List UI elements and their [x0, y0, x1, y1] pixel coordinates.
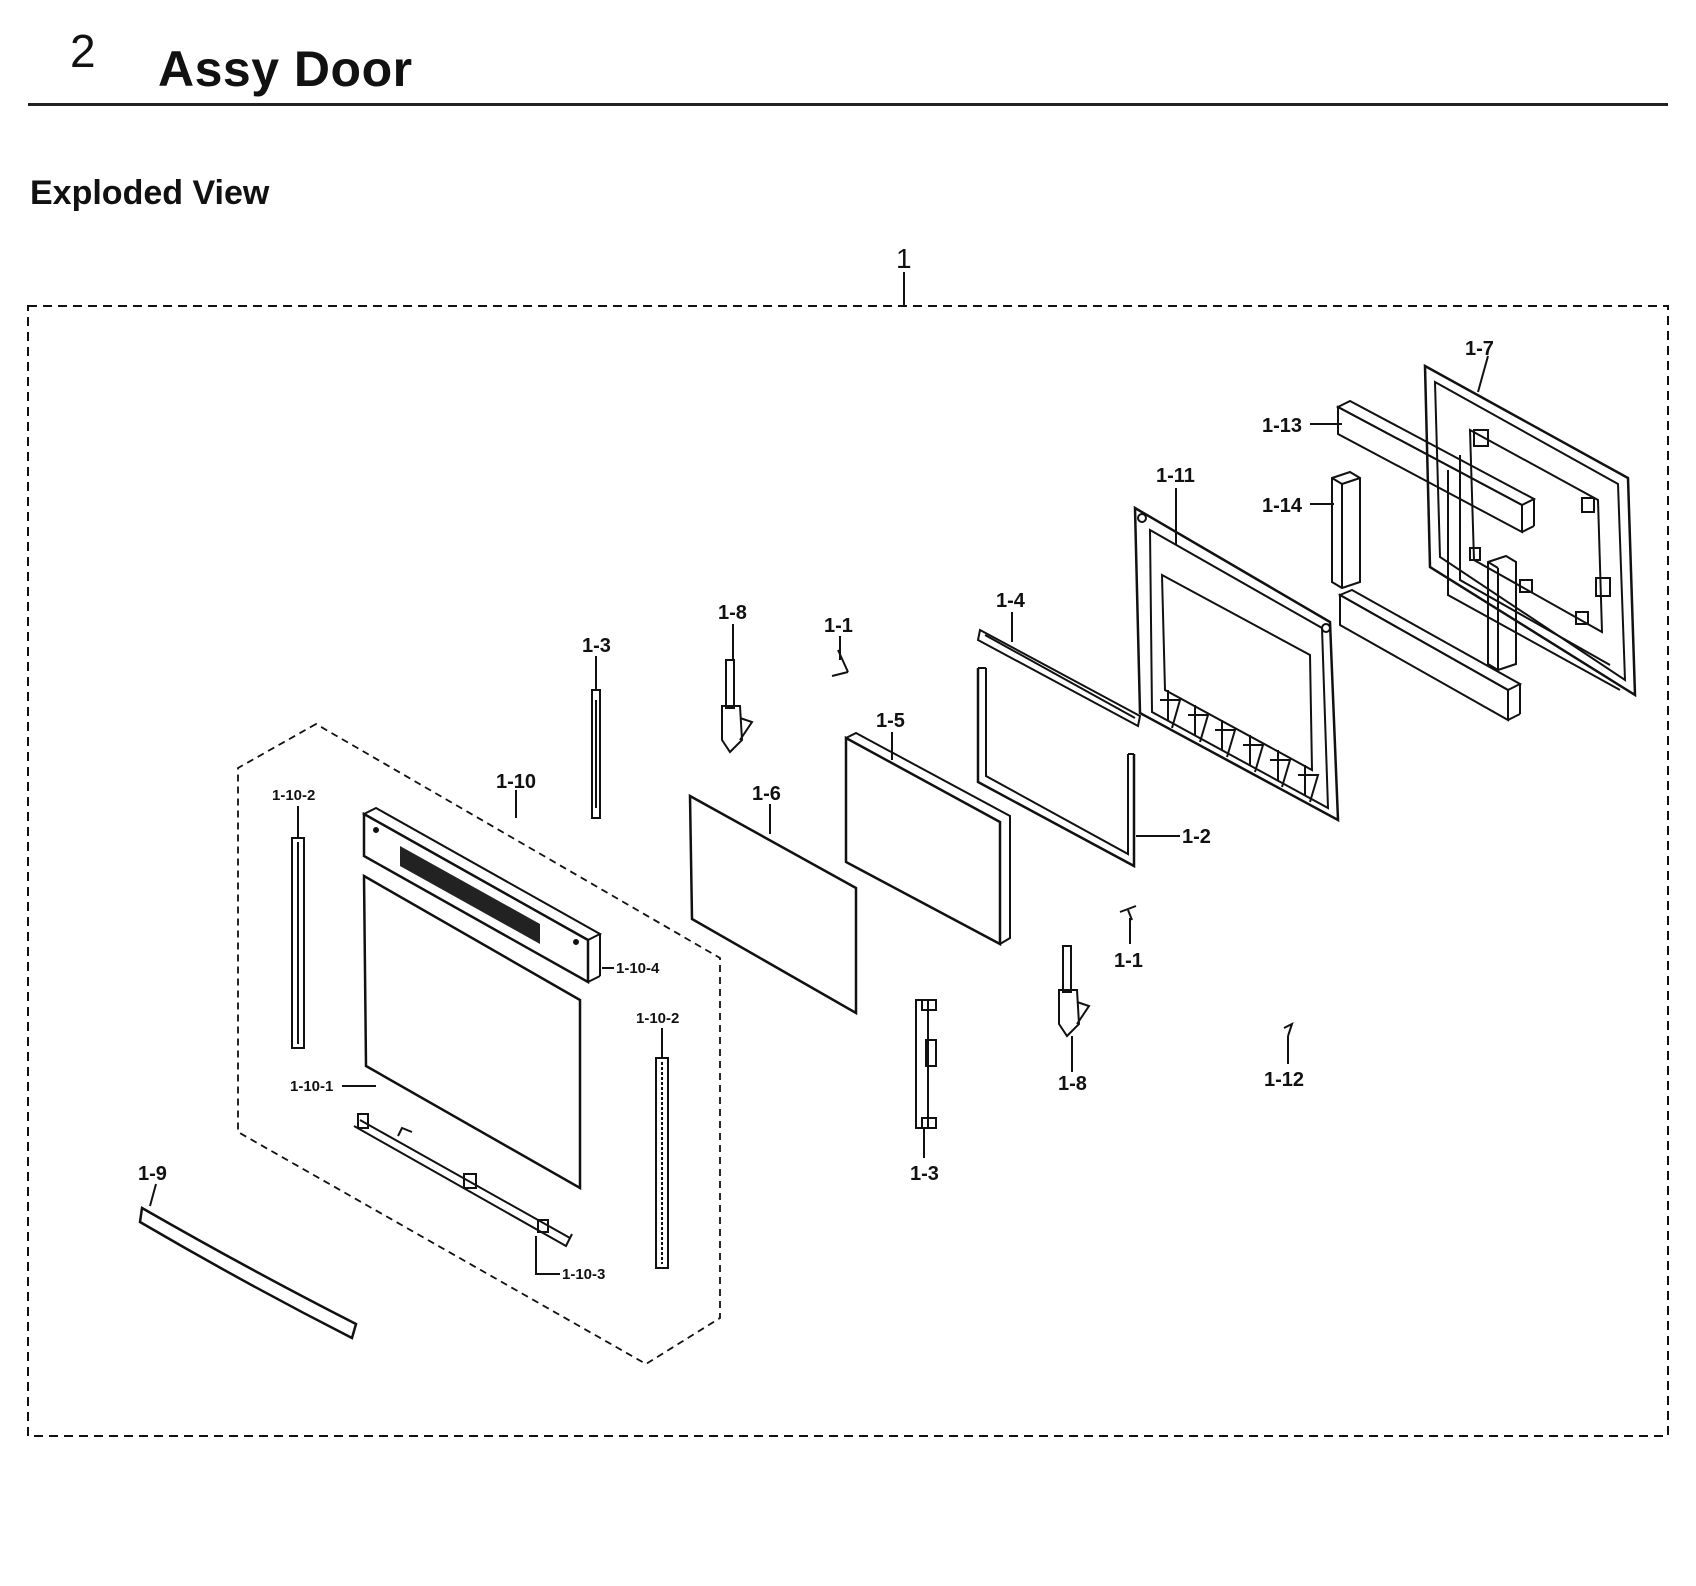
part-1-9-door-handle — [138, 1205, 358, 1340]
part-1-14-insulation-block — [1331, 470, 1361, 590]
label-1-10-4: 1-10-4 — [616, 960, 660, 977]
part-1-8-hinge-lower — [1058, 945, 1091, 1038]
leader-1-7 — [1477, 355, 1489, 393]
part-1-1-screw-lower — [1119, 905, 1137, 921]
label-1-1-upper: 1-1 — [824, 615, 853, 637]
label-assy-1: 1 — [896, 243, 912, 274]
leader-1-9 — [149, 1183, 157, 1207]
label-1-5: 1-5 — [876, 710, 905, 732]
label-1-14: 1-14 — [1262, 495, 1303, 517]
assembly-boundary — [27, 305, 1669, 1437]
leader-1-10-3 — [535, 1236, 560, 1275]
part-1-12-clip — [1283, 1022, 1294, 1037]
part-1-10-4-control-trim — [361, 806, 603, 985]
label-1-10-2-left: 1-10-2 — [272, 787, 315, 804]
label-1-10-1: 1-10-1 — [290, 1078, 333, 1095]
label-1-1-lower: 1-1 — [1114, 950, 1143, 972]
part-1-2-glass-frame — [976, 667, 1136, 869]
part-1-5-glass — [844, 731, 1011, 947]
label-1-13: 1-13 — [1262, 415, 1302, 437]
label-1-11: 1-11 — [1156, 465, 1195, 487]
part-1-11-inner-panel — [1133, 505, 1340, 823]
section-title: Assy Door — [158, 41, 413, 97]
label-1-4: 1-4 — [996, 590, 1026, 612]
label-1-7: 1-7 — [1465, 338, 1494, 360]
part-1-3-bracket-upper — [591, 689, 601, 819]
part-1-8-hinge-upper — [721, 659, 754, 754]
label-1-3-upper: 1-3 — [582, 635, 611, 657]
part-1-6-glass — [688, 793, 858, 1016]
label-1-10-3: 1-10-3 — [562, 1266, 605, 1283]
section-number: 2 — [70, 25, 96, 77]
label-1-9: 1-9 — [138, 1163, 167, 1185]
subtitle: Exploded View — [30, 174, 270, 212]
label-1-3-lower: 1-3 — [910, 1163, 939, 1185]
title-rule — [28, 103, 1668, 106]
label-1-12: 1-12 — [1264, 1069, 1304, 1091]
part-1-10-1-outer-glass — [362, 873, 582, 1191]
part-1-10-2-side-trim-left — [291, 837, 305, 1049]
part-1-4-glass-holder — [976, 628, 1142, 728]
part-1-10-3-bottom-bracket — [353, 1113, 573, 1248]
label-1-8-lower: 1-8 — [1058, 1073, 1087, 1095]
subassembly-1-10-boundary — [237, 722, 721, 1366]
label-1-10: 1-10 — [496, 771, 536, 793]
label-1-10-2-right: 1-10-2 — [636, 1010, 679, 1027]
part-1-3-bracket-lower — [915, 999, 937, 1129]
part-1-13-lower-bar — [1337, 588, 1523, 722]
label-1-2: 1-2 — [1182, 826, 1211, 848]
label-1-8-upper: 1-8 — [718, 602, 747, 624]
label-1-6: 1-6 — [752, 783, 781, 805]
part-1-10-2-side-trim-right — [655, 1057, 669, 1269]
part-1-14-side-block — [1487, 554, 1517, 672]
part-1-7-outer-frame — [1423, 363, 1637, 698]
